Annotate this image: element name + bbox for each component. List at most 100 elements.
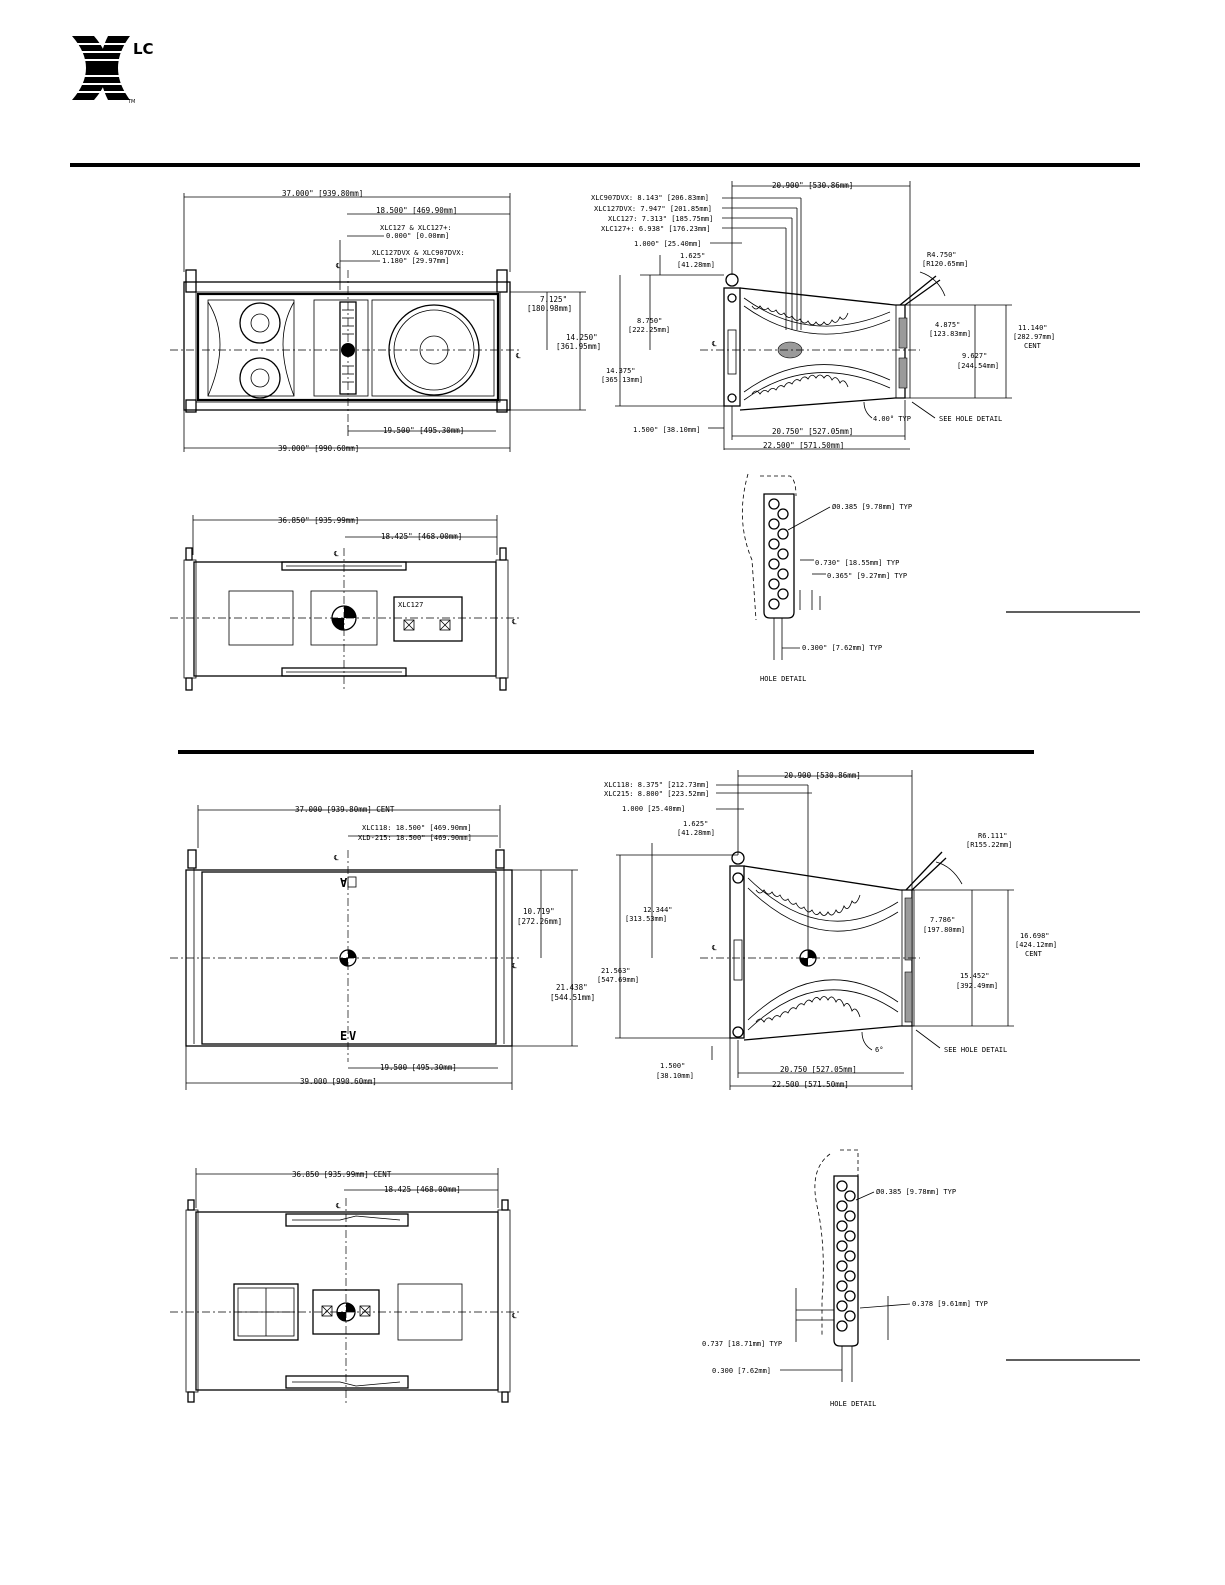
s2-side-dim-pin: 1.000 [25.40mm] <box>622 805 685 813</box>
s1-front-dim-bottom-overall: 39.000" [990.60mm] <box>278 444 359 453</box>
logo-trademark: TM <box>127 99 135 105</box>
s1-top-dim-overall: 36.850" [935.99mm] <box>278 516 359 525</box>
s2-side-dim-15452-b: [392.49mm] <box>956 982 998 990</box>
s1-side-dim-11140-a: 11.140" <box>1018 324 1048 332</box>
s2-side-dim-1500-b: [38.10mm] <box>656 1072 694 1080</box>
s1-front-note-b-1: XLC127DVX & XLC907DVX: <box>372 249 465 257</box>
s2-side-view: 20.900 [530.86mm] XLC118: 8.375" [212.73… <box>597 770 1057 1090</box>
s1-side-dim-8750-a: 8.750" <box>637 317 662 325</box>
s1-side-dim-11140-cent: CENT <box>1024 342 1042 350</box>
s2-side-dim-16698-cent: CENT <box>1025 950 1043 958</box>
s1-side-dim-angle: 4.00° TYP <box>873 415 911 423</box>
s1-hole-dim-edge: 0.300" [7.62mm] TYP <box>802 644 882 652</box>
s2-side-dim-22500: 22.500 [571.50mm] <box>772 1080 849 1089</box>
svg-text:℄: ℄ <box>511 1312 517 1320</box>
s1-side-dim-radius-b: [R120.65mm] <box>922 260 968 268</box>
s1-side-dim-4875-b: [123.83mm] <box>929 330 971 338</box>
s1-side-dim-20750: 20.750" [527.05mm] <box>772 427 853 436</box>
s2-front-dim-bottom-half: 19.500 [495.30mm] <box>380 1063 457 1072</box>
s1-front-dim-bottom-half: 19.500" [495.30mm] <box>383 426 464 435</box>
x-mark-icon <box>72 36 130 100</box>
s2-side-dim-12344-a: 12.344" <box>643 906 673 914</box>
s1-side-list-2: XLC127DVX: 7.947" [201.85mm] <box>594 205 712 213</box>
s2-side-dim-radius-b: [R155.22mm] <box>966 841 1012 849</box>
s1-side-dim-1625-a: 1.625" <box>680 252 705 260</box>
s2-side-vent-rows <box>755 889 861 1023</box>
s2-front-dim-h1-a: 10.719" <box>523 907 555 916</box>
s1-front-dim-h1-a: 7.125" <box>540 295 567 304</box>
s1-side-dim-11140-b: [282.97mm] <box>1013 333 1055 341</box>
svg-text:℄: ℄ <box>711 340 717 348</box>
s1-side-list-3: XLC127: 7.313" [185.75mm] <box>608 215 713 223</box>
s2-side-dim-radius-a: R6.111" <box>978 832 1008 840</box>
s2-front-view: 37.000 [939.80mm] CENT XLC118: 18.500" [… <box>170 805 595 1090</box>
s1-hole-circles <box>768 498 789 610</box>
s1-front-dim-half: 18.500" [469.90mm] <box>376 206 457 215</box>
s1-hole-title: HOLE DETAIL <box>760 675 806 683</box>
s2-side-dim-1500-a: 1.500" <box>660 1062 685 1070</box>
s2-side-dim-1625-a: 1.625" <box>683 820 708 828</box>
s1-front-dim-h2-a: 14.250" <box>566 333 598 342</box>
s2-hole-dim-half: 0.378 [9.61mm] TYP <box>912 1300 988 1308</box>
s1-side-dim-14375-a: 14.375" <box>606 367 636 375</box>
s1-top-badge: XLC127 <box>398 601 423 609</box>
s2-side-dim-7786-b: [197.80mm] <box>923 926 965 934</box>
s2-side-dim-15452-a: 15.452" <box>960 972 990 980</box>
s1-front-note-a-1: XLC127 & XLC127+: <box>380 224 452 232</box>
s1-front-note-b-2: 1.180" [29.97mm] <box>382 257 449 265</box>
s2-side-dim-20750: 20.750 [527.05mm] <box>780 1065 857 1074</box>
s2-front-dim-overall-top: 37.000 [939.80mm] CENT <box>295 805 395 814</box>
s1-front-view: 37.000" [939.80mm] 18.500" [469.90mm] XL… <box>170 189 601 453</box>
svg-text:℄: ℄ <box>711 944 717 952</box>
s1-front-note-a-2: 0.000" [0.00mm] <box>386 232 449 240</box>
s2-hole-title: HOLE DETAIL <box>830 1400 876 1408</box>
svg-text:℄: ℄ <box>335 1202 341 1210</box>
s2-hole-detail: Ø0.385 [9.78mm] TYP 0.378 [9.61mm] TYP 0… <box>702 1149 988 1408</box>
s2-hole-dim-edge: 0.300 [7.62mm] <box>712 1367 771 1375</box>
s2-front-note-2: XLD-215: 18.500" [469.90mm] <box>358 834 472 842</box>
s1-front-dim-overall-top: 37.000" [939.80mm] <box>282 189 363 198</box>
s2-side-see-hole: SEE HOLE DETAIL <box>944 1046 1007 1054</box>
s2-side-dim-21563-a: 21.563" <box>601 967 631 975</box>
s2-hole-dim-dia: Ø0.385 [9.78mm] TYP <box>876 1188 956 1196</box>
s1-side-dim-14375-b: [365.13mm] <box>601 376 643 384</box>
connector-icon <box>439 619 451 631</box>
s2-front-dim-h2-a: 21.438" <box>556 983 588 992</box>
logo-letters: LC <box>133 40 154 58</box>
s1-front-dim-h2-b: [361.95mm] <box>556 342 601 351</box>
s1-hole-detail: Ø0.385 [9.78mm] TYP 0.730" [18.55mm] TYP… <box>742 473 912 683</box>
s1-side-vent-row-top <box>751 305 849 395</box>
s2-top-dim-overall: 36.850 [935.99mm] CENT <box>292 1170 392 1179</box>
s1-side-list-1: XLC907DVX: 8.143" [206.83mm] <box>591 194 709 202</box>
s2-side-list-2: XLC215: 8.800" [223.52mm] <box>604 790 709 798</box>
s1-side-dim-4875-a: 4.875" <box>935 321 960 329</box>
s2-front-dim-bottom-overall: 39.000 [990.60mm] <box>300 1077 377 1086</box>
s2-side-dim-1625-b: [41.28mm] <box>677 829 715 837</box>
s1-hole-dim-dia: Ø0.385 [9.78mm] TYP <box>832 503 912 511</box>
s1-side-dim-pin: 1.000" [25.40mm] <box>634 240 701 248</box>
s2-front-dim-h2-b: [544.51mm] <box>550 993 595 1002</box>
s1-side-view: 20.900" [530.86mm] XLC907DVX: 8.143" [20… <box>591 181 1055 450</box>
svg-text:℄: ℄ <box>335 262 341 270</box>
s2-front-note-1: XLC118: 18.500" [469.90mm] <box>362 824 472 832</box>
s2-side-dim-16698-a: 16.698" <box>1020 932 1050 940</box>
connector-icon <box>321 1305 333 1317</box>
s1-side-list-4: XLC127+: 6.938" [176.23mm] <box>601 225 711 233</box>
s1-side-dim-8750-b: [222.25mm] <box>628 326 670 334</box>
s2-top-dim-half: 18.425 [468.00mm] <box>384 1185 461 1194</box>
svg-text:℄: ℄ <box>511 618 517 626</box>
s1-side-dim-22500: 22.500" [571.50mm] <box>763 441 844 450</box>
svg-text:℄: ℄ <box>515 352 521 360</box>
svg-text:℄: ℄ <box>333 550 339 558</box>
s1-side-see-hole: SEE HOLE DETAIL <box>939 415 1002 423</box>
s2-side-dim-21563-b: [547.69mm] <box>597 976 639 984</box>
s1-side-dim-9627-b: [244.54mm] <box>957 362 999 370</box>
ev-logo-icon: E V <box>340 1029 356 1043</box>
svg-text:E: E <box>340 1029 347 1043</box>
s2-side-dim-angle: 6° <box>875 1046 883 1054</box>
s2-side-list-1: XLC118: 8.375" [212.73mm] <box>604 781 709 789</box>
s2-hole-dim-pitch: 0.737 [18.71mm] TYP <box>702 1340 782 1348</box>
svg-text:V: V <box>349 1029 356 1043</box>
svg-text:℄: ℄ <box>511 962 517 970</box>
